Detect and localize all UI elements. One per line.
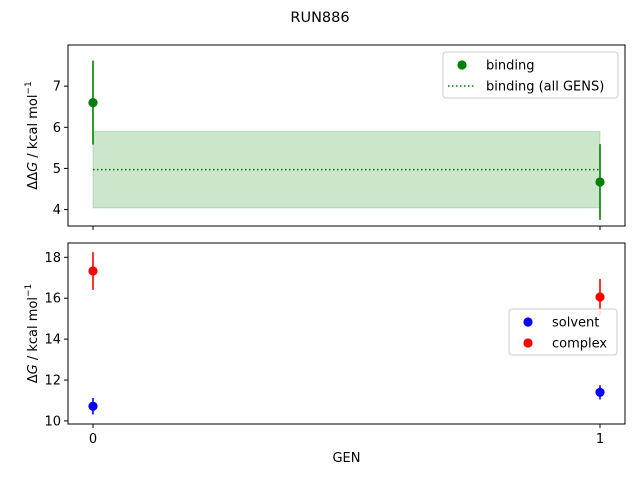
axes-frame [67, 242, 626, 425]
y-tick-label: 16 [44, 292, 61, 307]
y-tick-label: 10 [44, 414, 61, 429]
legend-marker [457, 60, 467, 70]
top-panel-binding: 4 5 6 7 ΔΔG / kcal mol−1 binding binding (all … [24, 44, 626, 230]
legend-marker [523, 338, 533, 348]
y-tick-label: 4 [53, 203, 61, 218]
y-tick-label: 14 [44, 333, 61, 348]
x-tick-label: 1 [596, 432, 604, 447]
y-tick-label: 7 [53, 80, 61, 95]
y-tick-label: 18 [44, 251, 61, 266]
axes-frame [67, 44, 626, 227]
legend-label: binding (all GENS) [486, 80, 604, 95]
chart-title: RUN886 [290, 10, 349, 26]
x-axis-label: GEN [332, 451, 360, 466]
legend: solvent complex [508, 308, 618, 356]
data-point [595, 387, 605, 397]
legend-marker [523, 317, 533, 327]
legend-label: binding [486, 59, 534, 74]
y-tick-label: 12 [44, 374, 61, 389]
data-point [595, 177, 605, 187]
legend-label: solvent [552, 316, 599, 331]
data-point [88, 266, 98, 276]
data-point [88, 97, 98, 108]
legend-label: complex [552, 337, 607, 352]
legend-box [508, 308, 618, 356]
y-tick-label: 5 [53, 162, 61, 177]
y-tick-label: 6 [53, 121, 61, 136]
data-point [595, 292, 605, 302]
y-axis-label: ΔG / kcal mol−1 [24, 284, 41, 384]
data-point [88, 401, 98, 411]
x-tick-label: 0 [89, 432, 97, 447]
legend-box [442, 51, 619, 99]
legend: binding binding (all GENS) [442, 51, 619, 99]
bottom-panel-solvent-complex: 10 12 14 16 18 0 1 ΔG / kcal mol−1 solvent comple… [24, 242, 626, 447]
y-axis-label: ΔΔG / kcal mol−1 [24, 81, 41, 189]
